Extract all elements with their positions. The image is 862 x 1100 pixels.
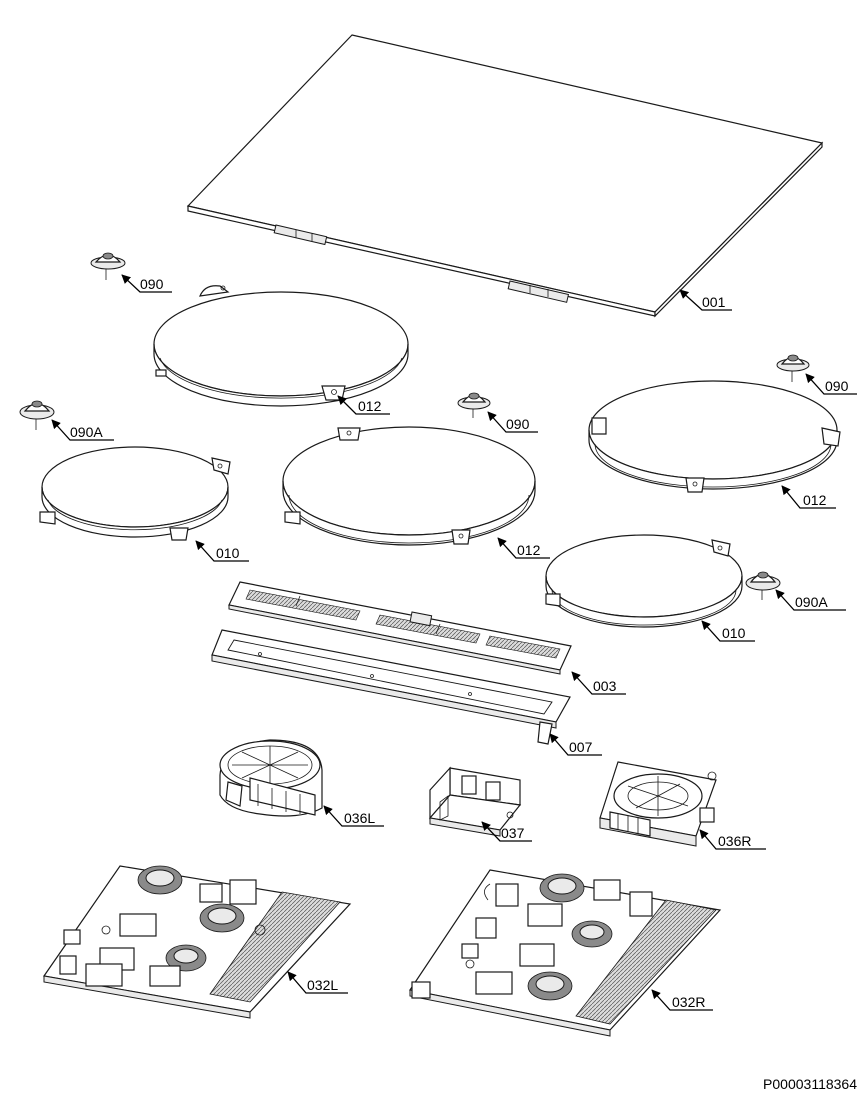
callout-090-label: 090 — [140, 276, 164, 292]
induction-coil-012-part-3 — [588, 380, 841, 493]
callout-032L-label: 032L — [307, 977, 338, 993]
sensor-090A-part-1 — [19, 400, 55, 430]
callout-labels: 001 090 012 090 090 090A 012 010 012 010… — [70, 276, 849, 1010]
induction-coil-012-part-2 — [282, 426, 536, 546]
power-board-right-part — [409, 869, 722, 1037]
callout-010-label: 010 — [216, 545, 240, 561]
callout-090-label: 090 — [825, 378, 849, 394]
glass-top-part — [186, 34, 824, 318]
callout-090-label: 090 — [506, 416, 530, 432]
power-board-left-part — [42, 865, 352, 1019]
panel-frame-part — [211, 629, 571, 745]
diagram-reference-code: P00003118364 — [763, 1076, 857, 1092]
induction-coil-012-part-1 — [153, 285, 409, 407]
callout-012-label: 012 — [803, 492, 827, 508]
callout-036R-label: 036R — [718, 833, 751, 849]
callout-012-label: 012 — [358, 398, 382, 414]
sensor-090-part-2 — [776, 354, 810, 382]
callout-leaders — [51, 274, 857, 1011]
fan-left-part — [219, 739, 323, 817]
callout-037-label: 037 — [501, 825, 525, 841]
callout-007-label: 007 — [569, 739, 593, 755]
callout-010-label: 010 — [722, 625, 746, 641]
control-board-part — [228, 581, 572, 675]
callout-090A-label: 090A — [70, 424, 103, 440]
callout-001-label: 001 — [702, 294, 726, 310]
callout-036L-label: 036L — [344, 810, 375, 826]
induction-coil-010-part-2 — [545, 534, 743, 628]
sensor-090-part-1 — [90, 252, 126, 280]
callout-032R-label: 032R — [672, 994, 705, 1010]
sensor-090-part-3 — [457, 392, 491, 418]
callout-090A-label: 090A — [795, 594, 828, 610]
filter-module-part — [428, 766, 522, 837]
fan-right-part — [599, 761, 717, 847]
sensor-090A-part-2 — [745, 571, 781, 600]
callout-003-label: 003 — [593, 678, 617, 694]
induction-coil-010-part-1 — [39, 446, 231, 541]
callout-012-label: 012 — [517, 542, 541, 558]
